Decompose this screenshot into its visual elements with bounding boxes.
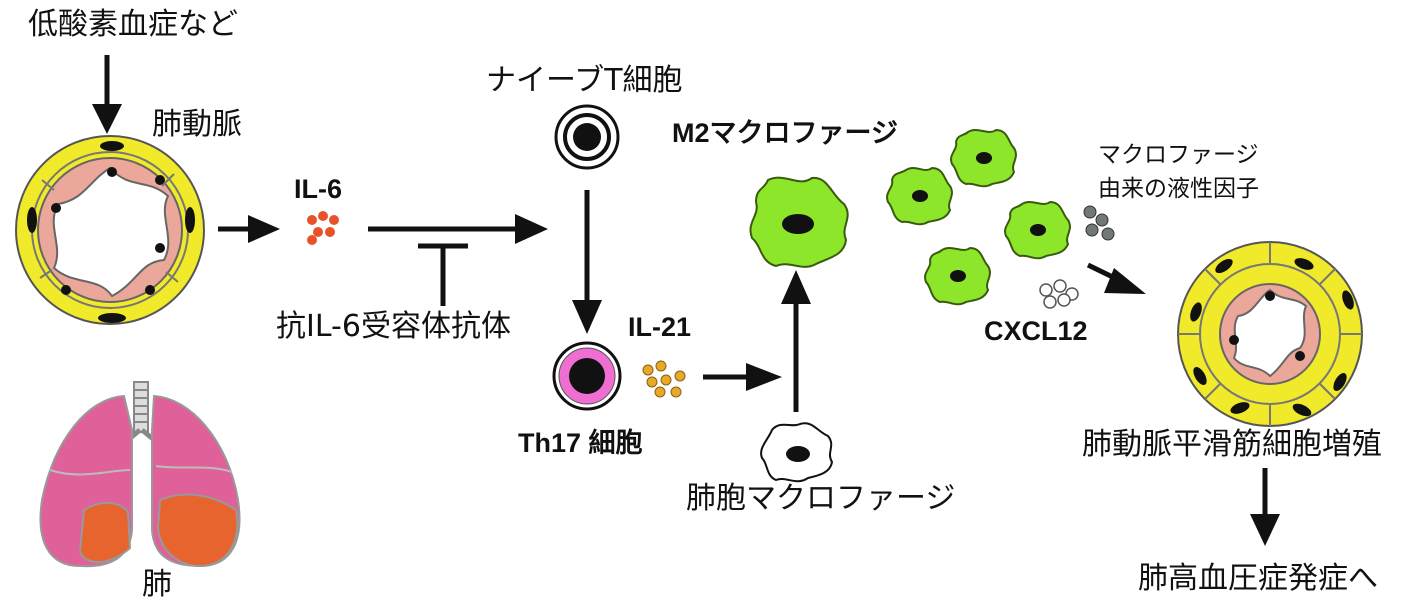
- pulmonary-artery-thickened: [1177, 241, 1363, 427]
- cxcl12-molecules: [1039, 279, 1079, 309]
- naive-t-cell-label: ナイーブT細胞: [486, 63, 683, 98]
- macrophage-factor-label-line2: 由来の液性因子: [1098, 176, 1259, 202]
- proliferation-to-ph-arrow: [1250, 468, 1280, 546]
- alveolar-macrophage: [760, 422, 834, 483]
- hypoxia-label: 低酸素血症など: [28, 7, 238, 42]
- m2-macrophage-main: [749, 176, 849, 268]
- factor-to-artery-arrow: [1086, 262, 1146, 294]
- lung-illustration: [39, 381, 241, 568]
- lung-label: 肺: [142, 567, 172, 602]
- macrophage-factor-molecules: [1083, 205, 1115, 241]
- ph-onset-label: 肺高血圧症発症へ: [1138, 561, 1378, 596]
- th17-cell-label: Th17 細胞: [518, 428, 643, 458]
- il6-label: IL-6: [294, 174, 343, 204]
- inhibition-icon: [418, 243, 468, 306]
- il21-label: IL-21: [628, 312, 692, 342]
- il21-to-macrophage-arrow: [703, 363, 782, 391]
- naive-t-cell: [554, 104, 620, 170]
- il6-molecules: [307, 211, 339, 245]
- anti-il6-antibody-label: 抗IL-6受容体抗体: [276, 309, 511, 344]
- cxcl12-label: CXCL12: [984, 316, 1088, 346]
- alveolar-macrophage-label: 肺胞マクロファージ: [686, 481, 956, 516]
- up-arrow-icon: [781, 270, 811, 412]
- hypoxia-arrow: [92, 55, 122, 134]
- pulmonary-artery-label: 肺動脈: [152, 107, 242, 142]
- naive-to-th17-arrow: [572, 190, 602, 334]
- artery-to-il6-arrow: [218, 215, 280, 243]
- m2-macrophage-label: M2マクロファージ: [672, 118, 898, 148]
- th17-cell: [552, 341, 622, 411]
- smooth-muscle-proliferation-label: 肺動脈平滑筋細胞増殖: [1082, 427, 1382, 462]
- il21-molecules: [642, 360, 686, 398]
- macrophage-factor-label-line1: マクロファージ: [1098, 142, 1259, 168]
- pulmonary-artery-normal: [15, 135, 205, 325]
- il6-to-tcell-arrow: [368, 214, 548, 244]
